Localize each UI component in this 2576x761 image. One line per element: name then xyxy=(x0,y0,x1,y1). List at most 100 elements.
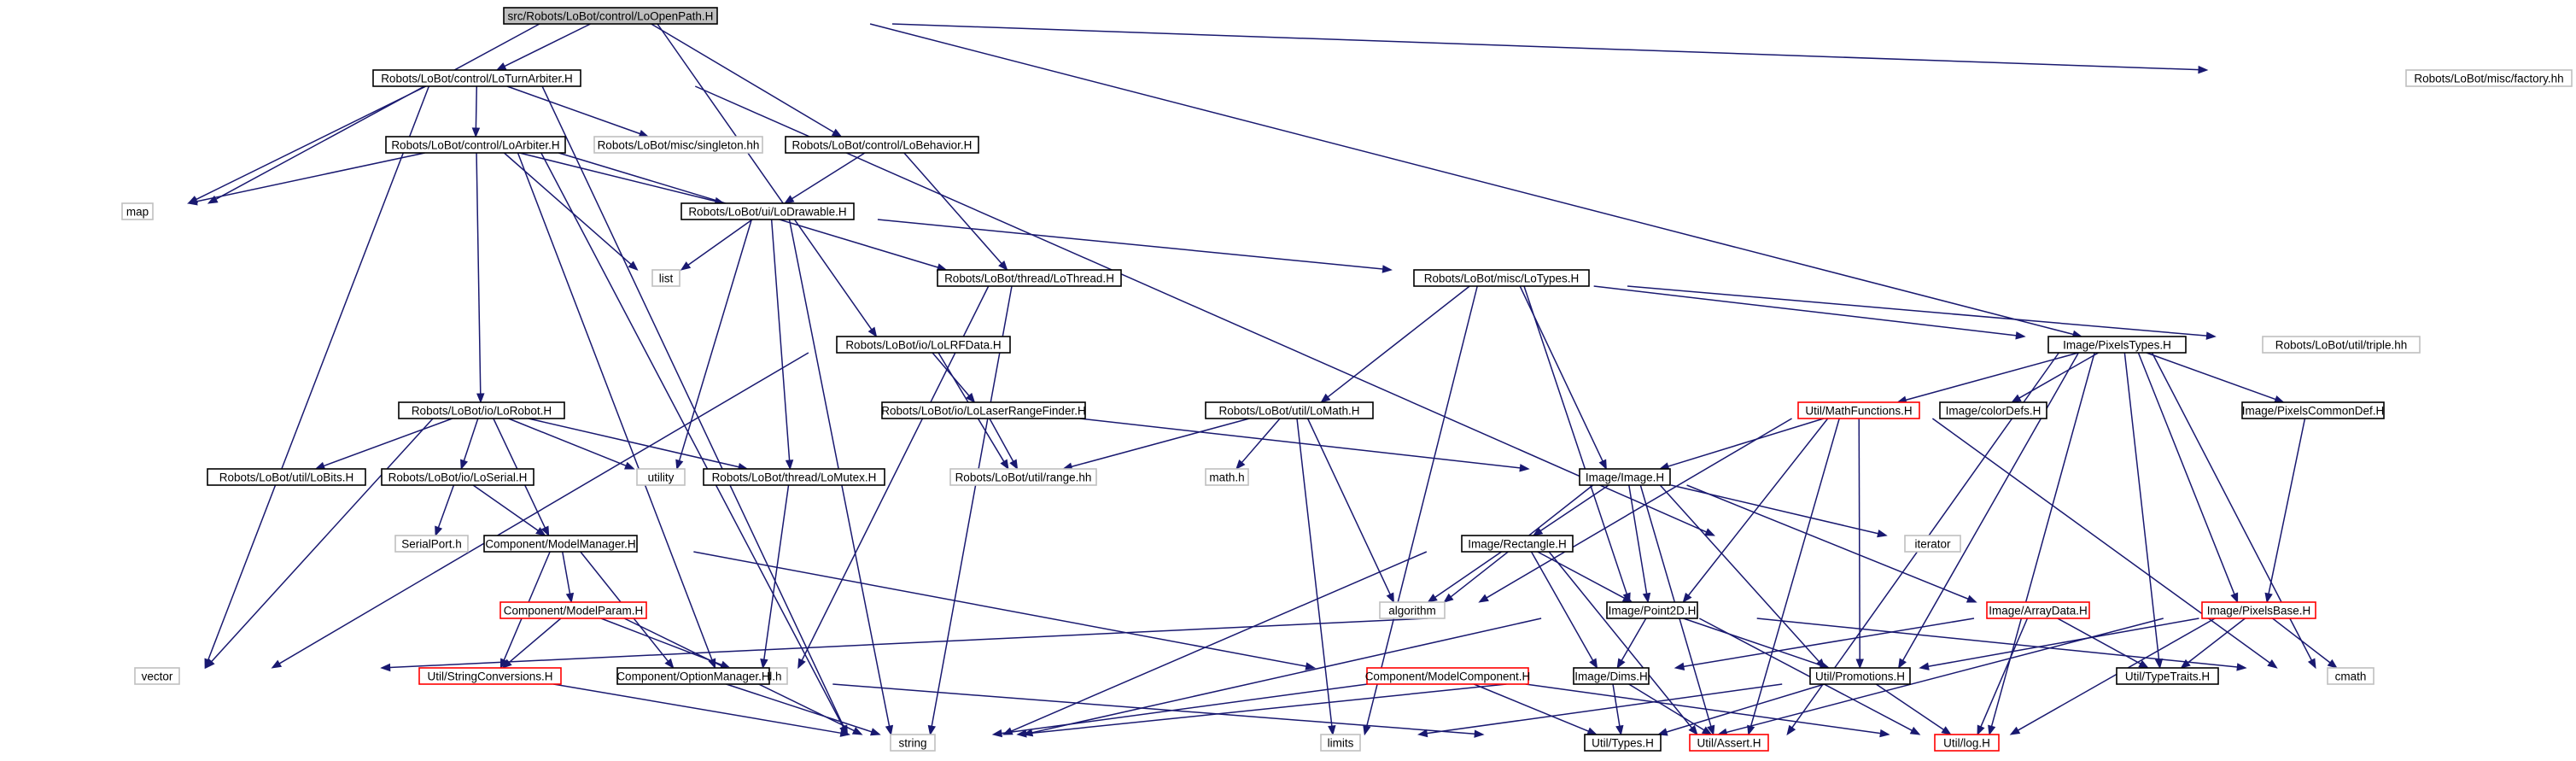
edge-arrowhead xyxy=(460,459,469,471)
node-box xyxy=(394,535,469,553)
node-lomath[interactable]: Robots/LoBot/util/LoMath.H xyxy=(1205,401,1374,419)
node-arraydata[interactable]: Image/ArrayData.H xyxy=(1986,601,2090,619)
node-utiltypes[interactable]: Util/Types.H xyxy=(1584,734,1662,752)
edge-lomath-algorithm xyxy=(1306,418,1394,604)
node-optionmgr[interactable]: Component/OptionManager.H xyxy=(616,667,770,685)
node-box xyxy=(207,468,366,486)
edge-image-rectangle xyxy=(1532,484,1609,536)
edge-mathfn-assert xyxy=(1747,418,1840,736)
node-image[interactable]: Image/Image.H xyxy=(1579,468,1671,486)
node-pixelsbase[interactable]: Image/PixelsBase.H xyxy=(2201,601,2316,619)
node-lotypes[interactable]: Robots/LoBot/misc/LoTypes.H xyxy=(1413,269,1590,287)
node-algorithm[interactable]: algorithm xyxy=(1379,601,1446,619)
node-cmath[interactable]: cmath xyxy=(2327,667,2374,685)
edge-pixelsbase-promotions xyxy=(1919,618,2199,670)
node-serialport[interactable]: SerialPort.h xyxy=(394,535,469,553)
node-vector[interactable]: vector xyxy=(134,667,180,685)
node-behavior[interactable]: Robots/LoBot/control/LoBehavior.H xyxy=(785,136,979,154)
edge-turnarb-vector xyxy=(204,85,430,670)
edge-line xyxy=(1306,418,1391,595)
node-list[interactable]: list xyxy=(651,269,681,287)
node-mathfn[interactable]: Util/MathFunctions.H xyxy=(1797,401,1920,419)
node-map[interactable]: map xyxy=(121,202,154,220)
edge-arrowhead xyxy=(1443,593,1454,603)
node-modelmgr[interactable]: Component/ModelManager.H xyxy=(483,535,638,553)
edge-line xyxy=(678,219,752,461)
edge-strconv-string xyxy=(553,683,851,737)
node-pixcommon[interactable]: Image/PixelsCommonDef.H xyxy=(2241,401,2385,419)
edge-arrowhead xyxy=(380,663,391,672)
node-range[interactable]: Robots/LoBot/util/range.hh xyxy=(949,468,1097,486)
edge-arrowhead xyxy=(675,459,684,471)
node-box xyxy=(785,136,979,154)
node-thread[interactable]: Robots/LoBot/thread/LoThread.H xyxy=(937,269,1122,287)
edge-arbiter-lorobot xyxy=(476,152,485,404)
edge-arrowhead xyxy=(927,724,937,736)
node-box xyxy=(949,468,1097,486)
node-turnarb[interactable]: Robots/LoBot/control/LoTurnArbiter.H xyxy=(372,69,581,87)
node-assert[interactable]: Util/Assert.H xyxy=(1689,734,1769,752)
node-label: Util/StringConversions.H xyxy=(427,670,552,683)
edge-arrowhead xyxy=(1427,594,1438,603)
node-point2d[interactable]: Image/Point2D.H xyxy=(1606,601,1698,619)
node-modelparam[interactable]: Component/ModelParam.H xyxy=(499,601,647,619)
edge-line xyxy=(519,152,716,202)
node-utility[interactable]: utility xyxy=(636,468,686,486)
node-loserial[interactable]: Robots/LoBot/io/LoSerial.H xyxy=(381,468,534,486)
edge-arrowhead xyxy=(998,260,1008,272)
node-mathh[interactable]: math.h xyxy=(1205,468,1249,486)
node-lrfdata[interactable]: Robots/LoBot/io/LoLRFData.H xyxy=(836,336,1011,354)
node-drawable[interactable]: Robots/LoBot/ui/LoDrawable.H xyxy=(681,202,855,220)
edge-line xyxy=(389,618,1428,669)
edge-line xyxy=(687,219,753,266)
node-log[interactable]: Util/log.H xyxy=(1934,734,2000,752)
node-rectangle[interactable]: Image/Rectangle.H xyxy=(1461,535,1574,553)
edge-line xyxy=(562,551,571,594)
node-string[interactable]: string xyxy=(890,734,936,752)
node-box xyxy=(418,667,562,685)
edge-line xyxy=(791,152,866,200)
edge-line xyxy=(694,85,1707,533)
edge-arrowhead xyxy=(1941,726,1952,735)
edge-line xyxy=(1548,551,1693,729)
edge-image-iterator xyxy=(1670,484,1888,538)
node-lobits[interactable]: Robots/LoBot/util/LoBits.H xyxy=(207,468,366,486)
edge-line xyxy=(517,152,713,660)
edge-arrowhead xyxy=(760,658,768,670)
edge-arrowhead xyxy=(314,461,326,470)
node-strconv[interactable]: Util/StringConversions.H xyxy=(418,667,562,685)
edge-arrowhead xyxy=(2267,659,2278,669)
edge-arrowhead xyxy=(1363,724,1371,736)
edge-line xyxy=(1858,418,1860,660)
edge-lotypes-point2d xyxy=(1523,285,1631,604)
node-box xyxy=(2116,667,2219,685)
node-pixelstypes[interactable]: Image/PixelsTypes.H xyxy=(2047,336,2187,354)
edge-line xyxy=(1434,551,1502,598)
node-dims[interactable]: Image/Dims.H xyxy=(1573,667,1650,685)
edge-arrowhead xyxy=(1897,658,1907,670)
node-typetraits[interactable]: Util/TypeTraits.H xyxy=(2116,667,2219,685)
node-modelcomp[interactable]: Component/ModelComponent.H xyxy=(1365,667,1531,685)
node-lomutex[interactable]: Robots/LoBot/thread/LoMutex.H xyxy=(703,468,885,486)
node-triple[interactable]: Robots/LoBot/util/triple.hh xyxy=(2262,336,2421,354)
edge-line xyxy=(1931,418,2270,664)
node-limits[interactable]: limits xyxy=(1320,734,1361,752)
edge-promotions-limits xyxy=(1417,683,1783,738)
edge-modelcomp-string xyxy=(991,683,1368,738)
edge-line xyxy=(278,352,809,664)
node-label: Robots/LoBot/util/range.hh xyxy=(955,471,1092,484)
edge-root-factory xyxy=(891,23,2209,74)
edge-line xyxy=(1756,618,2238,668)
edge-line xyxy=(931,285,1013,727)
node-label: Image/colorDefs.H xyxy=(1946,405,2042,418)
edge-arrowhead xyxy=(1589,658,1598,670)
node-colordefs[interactable]: Image/colorDefs.H xyxy=(1939,401,2047,419)
node-label: vector xyxy=(142,670,173,683)
node-iterator[interactable]: iterator xyxy=(1904,535,1961,553)
node-arbiter[interactable]: Robots/LoBot/control/LoArbiter.H xyxy=(385,136,566,154)
node-factory[interactable]: Robots/LoBot/misc/factory.hh xyxy=(2405,69,2573,87)
node-promotions[interactable]: Util/Promotions.H xyxy=(1809,667,1911,685)
node-lorobot[interactable]: Robots/LoBot/io/LoRobot.H xyxy=(398,401,565,419)
node-singleton[interactable]: Robots/LoBot/misc/singleton.hh xyxy=(593,136,763,154)
node-laserrf[interactable]: Robots/LoBot/io/LoLaserRangeFinder.H xyxy=(881,401,1086,419)
